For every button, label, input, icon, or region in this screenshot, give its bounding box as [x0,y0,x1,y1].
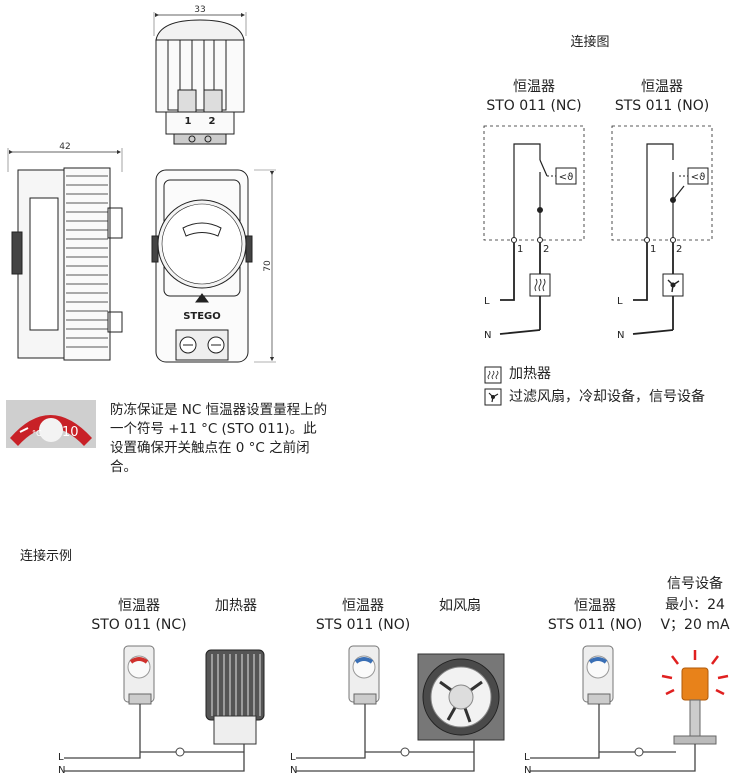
thermostat-symbol-no: <ϑ [691,172,706,183]
no-accent [354,657,374,664]
terminal-label-2: 2 [209,116,216,127]
example-1-device-model: STO 011 (NC) [91,617,187,633]
examples-title: 连接示例 [20,549,73,564]
example-1-N: N [58,765,65,776]
nc-line-N: N [484,330,491,341]
dimension-side-width: 42 [59,142,70,152]
no-device-name: 恒温器 [641,79,683,95]
no-line-L: L [617,296,623,307]
example-3-load-title: 信号设备 [667,576,723,592]
example-1-device-name: 恒温器 [118,598,160,614]
frost-protection-dial-photo [6,400,96,448]
example-3-N: N [524,765,531,776]
no-terminal-2: 2 [676,244,682,255]
stego-logo: STEGO [183,311,221,322]
no-device-model: STS 011 (NO) [614,98,710,114]
side-view-drawing [7,148,123,361]
wiring-title: 连接图 [570,35,610,50]
example-3-device-model: STS 011 (NO) [547,617,643,633]
dimension-top-width: 33 [194,5,205,15]
example-1-load: 加热器 [215,598,257,614]
example-2-device-model: STS 011 (NO) [315,617,411,633]
signal-lamp [681,667,709,701]
nc-terminal-2: 2 [543,244,549,255]
frost-protection-note: 防冻保证是 NC 恒温器设置量程上的一个符号 +11 °C (STO 011)。… [110,402,328,475]
legend-heater-label: 加热器 [509,366,551,382]
nc-accent [129,657,149,664]
nc-terminal-1: 1 [517,244,523,255]
example-3-load-spec-1: 最小：24 [665,597,725,613]
example-3-drawing [530,645,729,772]
terminal-label-1: 1 [185,116,192,127]
dial-value: 10 [62,425,79,440]
nc-device-name: 恒温器 [513,79,555,95]
example-3-L: L [524,752,530,763]
no-terminal-1: 1 [650,244,656,255]
example-3-device-name: 恒温器 [574,598,616,614]
fan-icon [484,388,502,406]
example-2-drawing [296,645,505,772]
example-1-L: L [58,752,64,763]
front-view-drawing [151,169,276,363]
dial-unit: °C [32,429,42,438]
example-1-drawing [64,645,265,772]
wiring-schematic [483,125,713,335]
example-3-load-spec-2: V；20 mA [660,617,730,633]
example-2-device-name: 恒温器 [342,598,384,614]
heater-icon [484,366,502,384]
example-2-N: N [290,765,297,776]
thermostat-symbol-nc: <ϑ [559,172,574,183]
dimension-height: 70 [263,260,273,272]
nc-line-L: L [484,296,490,307]
example-2-L: L [290,752,296,763]
no-line-N: N [617,330,624,341]
example-2-load: 如风扇 [439,598,481,614]
nc-device-model: STO 011 (NC) [486,98,582,114]
top-view-drawing [153,12,247,145]
legend-fan-label: 过滤风扇，冷却设备，信号设备 [509,389,705,405]
